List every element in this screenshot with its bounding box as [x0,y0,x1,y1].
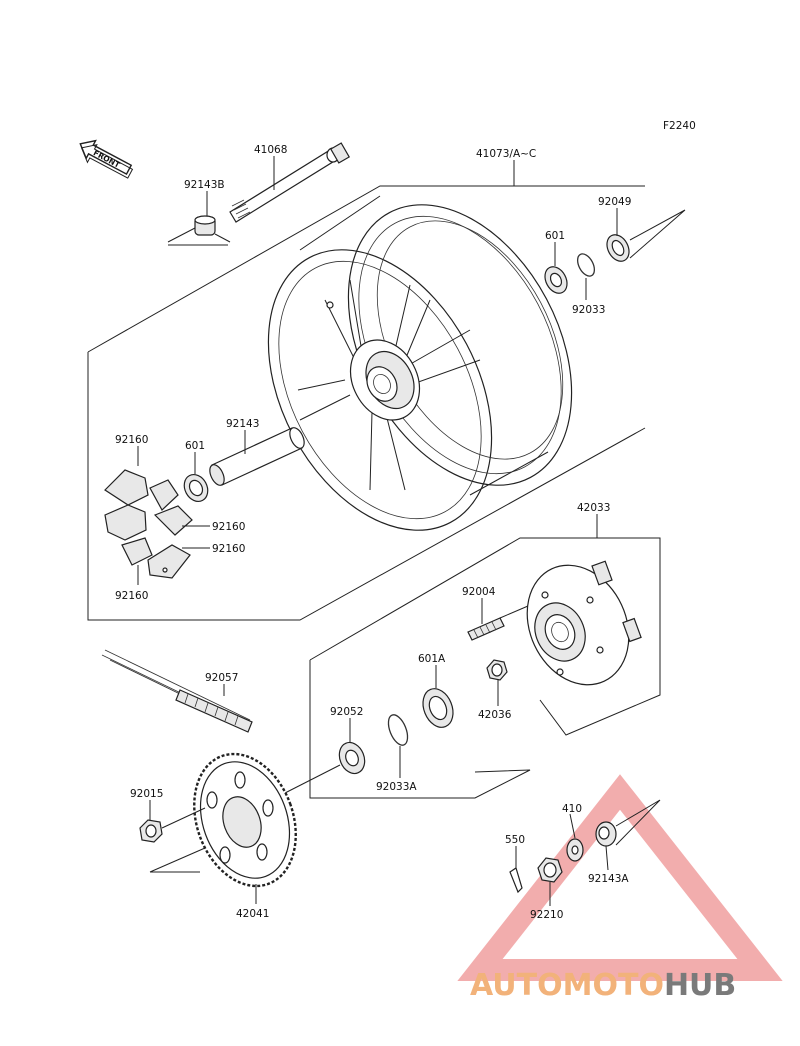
collar-center-part [209,427,305,486]
callout-damper-mid: 92160 [212,521,245,533]
watermark-logo: AUTOMOTOHUB [470,968,736,1003]
callout-axle-nut: 92210 [530,909,563,921]
axle-nut-part [537,857,563,883]
coupling-nut-part [486,659,508,681]
rear-wheel [267,195,573,531]
diagram-code: F2240 [663,120,696,132]
assembly-boundary-top [87,185,645,353]
washer-part [566,838,584,862]
collar-left-leader [167,227,231,246]
callout-leaders [137,156,618,906]
stud-part [467,617,505,641]
oil-seal-leader [629,209,686,259]
callout-coupling-nut: 42036 [478,709,512,721]
bearing-upper-part [544,266,568,294]
cotter-pin-part [509,867,523,894]
bearing-left-part [183,474,209,502]
collar-left-part [194,215,216,236]
bearing-coupling-part [422,688,454,728]
assembly-boundary-bottom [87,352,646,621]
callout-damper-bottom: 92160 [115,590,148,602]
callout-chain: 92057 [205,672,238,684]
callout-oil-seal-right: 92049 [598,196,631,208]
callout-collar-right: 92143A [588,873,629,885]
collar-right-leader [615,799,661,846]
callout-coupling: 42033 [577,502,610,514]
coupling-part [526,560,642,686]
sprocket-lower-leader [149,847,206,873]
axle-part [229,142,351,223]
callout-circlip-coupling: 92033A [376,781,417,793]
sprocket-axis-line [284,764,341,794]
svg-text:AUTOMOTOHUB: AUTOMOTOHUB [470,968,736,1003]
callout-wheel-assembly: 41073/A~C [476,148,536,160]
coupling-boundary-b [309,660,531,799]
sprocket-nut-part [139,819,163,843]
damper-rubbers-part [104,469,193,579]
collar-right-part [595,821,617,847]
sprocket-part [193,752,297,888]
circlip-upper-part [576,253,596,277]
front-arrow-icon: FRONT [79,139,134,179]
callout-axle: 41068 [254,144,287,156]
chain-part [101,649,253,733]
callout-oil-seal-coupling: 92052 [330,706,363,718]
callout-collar-left: 92143B [184,179,225,191]
callout-bearing-left: 601 [185,440,205,452]
coupling-boundary-a [309,537,661,736]
callout-bearing-coupling: 601A [418,653,446,665]
callout-sprocket: 42041 [236,908,269,920]
circlip-coupling-part [387,714,409,746]
callout-collar-center: 92143 [226,418,259,430]
callout-sprocket-nut: 92015 [130,788,163,800]
callout-cotter-pin: 550 [505,834,525,846]
oil-seal-right-part [606,234,630,262]
callout-damper-low: 92160 [212,543,245,555]
callout-damper-top: 92160 [115,434,148,446]
callout-circlip-upper: 92033 [572,304,605,316]
callout-bearing-upper: 601 [545,230,565,242]
callout-washer: 410 [562,803,582,815]
oil-seal-coupling-part [338,741,366,775]
watermark-text-2: HUB [664,968,736,1003]
callout-stud: 92004 [462,586,496,598]
watermark-text-1: AUTOMOTO [470,968,664,1003]
